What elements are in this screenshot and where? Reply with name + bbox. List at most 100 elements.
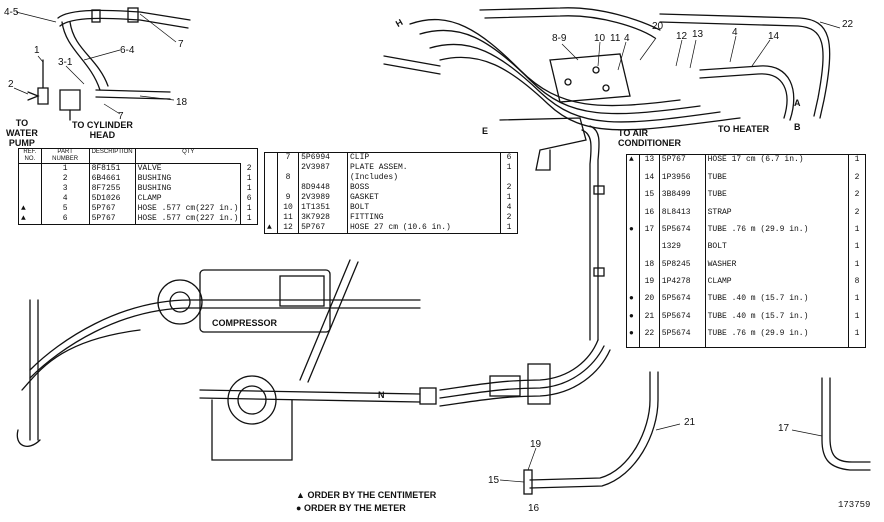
callout-19: 19: [530, 439, 542, 450]
ref-number: 10: [276, 203, 299, 213]
quantity: 1: [848, 259, 866, 277]
row-marker: [19, 164, 42, 175]
part-number: 5P5674: [658, 311, 706, 330]
figure-number: 173759: [838, 500, 871, 510]
description: HOSE 17 cm (6.7 in.): [704, 154, 849, 173]
ref-number: 7: [276, 152, 299, 163]
part-number: 8D9448: [298, 183, 348, 193]
description: BOSS: [346, 183, 501, 193]
ref-number: 14: [639, 172, 660, 191]
callout-4c: 4: [624, 33, 630, 44]
quantity: 1: [240, 204, 258, 214]
part-number: 5P6994: [298, 152, 348, 163]
ref-number: 6: [40, 214, 90, 225]
row-marker: [265, 153, 278, 164]
quantity: 1: [240, 174, 258, 184]
ref-number: 19: [639, 277, 660, 295]
part-number: 8F8151: [88, 163, 136, 174]
label-to-water-pump: TO WATER PUMP: [6, 118, 38, 148]
description: BUSHING: [134, 174, 241, 184]
elbow-left: [16, 429, 41, 447]
quantity: 1: [848, 329, 866, 348]
callout-13: 13: [692, 29, 704, 40]
row-marker: ▲: [267, 223, 272, 232]
description: TUBE: [704, 172, 849, 191]
tube-17: [821, 377, 871, 471]
dot-marker-icon: ●: [296, 503, 302, 513]
plate-8: [549, 53, 631, 103]
ref-number: 1: [40, 163, 90, 174]
quantity: 1: [848, 224, 866, 243]
row-marker: [19, 184, 42, 194]
quantity: [500, 173, 518, 183]
compressor-body: [199, 269, 331, 333]
description: CLAMP: [134, 194, 241, 204]
fitting-block-a: [489, 375, 521, 397]
quantity: 6: [240, 194, 258, 204]
quantity: 1: [500, 223, 518, 234]
header-part-number: PART NUMBER: [40, 148, 90, 164]
pipe-n: [199, 389, 421, 395]
part-number: 6B4661: [88, 174, 136, 184]
tube-21: [529, 371, 651, 481]
fitting-2: [27, 91, 40, 101]
part-number: 5P767: [298, 223, 348, 234]
description: HOSE .577 cm(227 in.): [134, 204, 241, 214]
tube-to-ac: [589, 125, 600, 341]
row-marker: ▲: [629, 155, 634, 164]
compressor-bracket: [211, 399, 293, 461]
hose-bundle-4: [439, 56, 741, 131]
row-marker: [265, 163, 278, 173]
callout-11: 11: [610, 33, 621, 44]
bolt-10: [592, 66, 600, 74]
row-marker: ▲: [21, 204, 26, 213]
description: HOSE .577 cm(227 in.): [134, 214, 241, 225]
table-row: 8(Includes): [265, 173, 518, 183]
row-marker: [19, 174, 42, 184]
part-number: 8L8413: [658, 207, 706, 225]
ref-number: 18: [639, 259, 660, 277]
ref-number: 16: [639, 207, 660, 225]
ref-number: 15: [639, 190, 660, 208]
tube-22: [659, 13, 831, 119]
quantity: 6: [500, 152, 518, 163]
callout-7b: 7: [118, 111, 124, 122]
clamp-19a: [593, 185, 605, 195]
callout-6-4: 6-4: [120, 45, 135, 56]
note-centimeter: ▲ ORDER BY THE CENTIMETER: [296, 490, 436, 500]
description: CLIP: [346, 152, 501, 163]
pipe-main-upper: [29, 299, 421, 371]
ref-number: 2: [40, 174, 90, 184]
description: (Includes): [346, 173, 501, 183]
ref-number: 12: [276, 223, 299, 234]
description: BUSHING: [134, 184, 241, 194]
letter-e: E: [482, 126, 489, 136]
description: TUBE .76 m (29.9 in.): [704, 329, 849, 348]
description: CLAMP: [704, 277, 849, 295]
callout-4-5: 4-5: [4, 7, 19, 18]
part-number: 3B8499: [658, 190, 706, 208]
compressor-pulley: [157, 279, 203, 325]
row-marker: [627, 277, 640, 294]
callout-7a: 7: [178, 39, 184, 50]
callout-1: 1: [34, 45, 40, 56]
tube-18: [95, 89, 171, 93]
callout-12: 12: [676, 31, 688, 42]
callout-16: 16: [528, 503, 540, 514]
ref-number: 13: [639, 154, 660, 173]
callout-18: 18: [176, 97, 188, 108]
pipe-right-run: [439, 339, 599, 391]
ref-number: [276, 183, 299, 193]
